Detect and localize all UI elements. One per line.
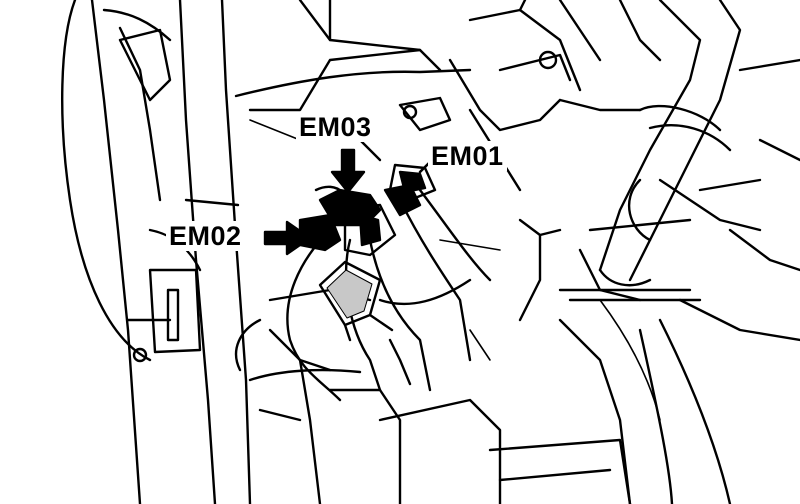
door-latch [126,268,202,363]
label-em03: EM03 [296,112,375,142]
steering-column [558,0,762,302]
left-pillar [61,0,202,504]
label-em02: EM02 [166,221,245,251]
label-em01: EM01 [428,141,507,171]
arrow-em02 [263,220,312,256]
callout-arrows [263,148,434,256]
arrow-em03 [330,148,366,194]
right-panels [558,58,800,504]
door-frame [178,0,252,504]
lower-panel [248,288,632,504]
wire-harness [234,188,562,402]
stippled-connector [318,260,394,342]
connector-cluster [298,163,437,257]
trim-lines [249,119,661,421]
